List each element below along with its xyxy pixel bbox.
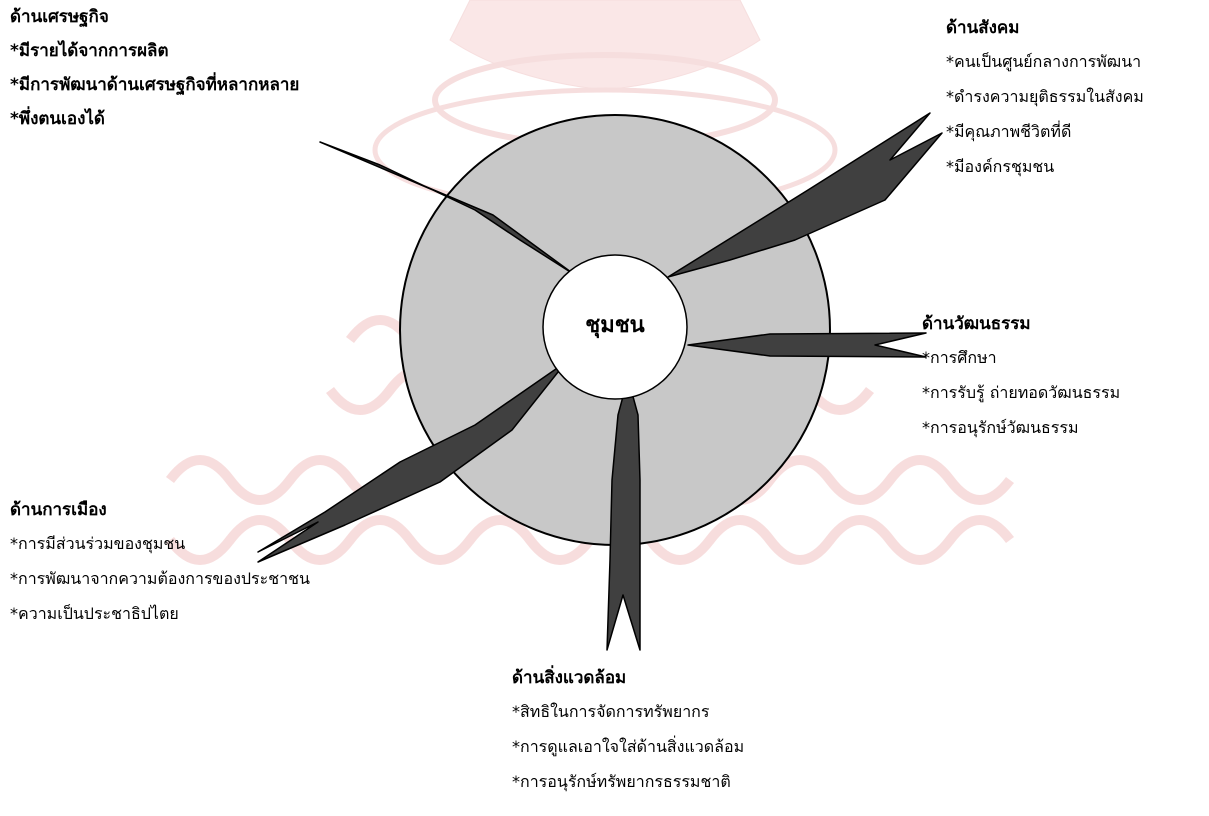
- culture-item: *การรับรู้ ถ่ายทอดวัฒนธรรม: [922, 383, 1121, 402]
- environment-item: *การอนุรักษ์ทรัพยากรธรรมชาติ: [512, 772, 731, 791]
- economy-item: *มีรายได้จากการผลิต: [10, 41, 169, 61]
- economy-heading: ด้านเศรษฐกิจ: [10, 7, 109, 27]
- economy-group: ด้านเศรษฐกิจ *มีรายได้จากการผลิต *มีการพ…: [10, 0, 299, 136]
- center-circle: [542, 254, 688, 400]
- culture-group: ด้านวัฒนธรรม *การศึกษา *การรับรู้ ถ่ายทอ…: [922, 308, 1120, 445]
- environment-group: ด้านสิ่งแวดล้อม *สิทธิในการจัดการทรัพยาก…: [512, 662, 744, 799]
- economy-spike: [319, 141, 576, 276]
- culture-heading: ด้านวัฒนธรรม: [922, 314, 1031, 334]
- society-group: ด้านสังคม *คนเป็นศูนย์กลางการพัฒนา *ดำรง…: [946, 12, 1144, 184]
- politics-item: *ความเป็นประชาธิปไตย: [10, 604, 179, 623]
- society-heading: ด้านสังคม: [946, 18, 1020, 38]
- politics-group: ด้านการเมือง *การมีส่วนร่วมของชุมชน *การ…: [10, 494, 310, 631]
- society-item: *มีคุณภาพชีวิตที่ดี: [946, 122, 1072, 141]
- culture-item: *การศึกษา: [922, 348, 997, 367]
- environment-heading: ด้านสิ่งแวดล้อม: [512, 668, 627, 688]
- society-item: *ดำรงความยุติธรรมในสังคม: [946, 87, 1144, 106]
- economy-item: *พึ่งตนเองได้: [10, 109, 105, 129]
- society-item: *มีองค์กรชุมชน: [946, 157, 1055, 176]
- society-item: *คนเป็นศูนย์กลางการพัฒนา: [946, 52, 1142, 71]
- economy-item: *มีการพัฒนาด้านเศรษฐกิจที่หลากหลาย: [10, 75, 300, 95]
- politics-item: *การพัฒนาจากความต้องการของประชาชน: [10, 569, 310, 588]
- culture-spike: [687, 332, 927, 358]
- environment-item: *สิทธิในการจัดการทรัพยากร: [512, 702, 710, 721]
- environment-item: *การดูแลเอาใจใส่ด้านสิ่งแวดล้อม: [512, 737, 745, 756]
- politics-item: *การมีส่วนร่วมของชุมชน: [10, 534, 186, 553]
- culture-item: *การอนุรักษ์วัฒนธรรม: [922, 418, 1079, 437]
- society-spike: [667, 112, 943, 278]
- environment-spike: [606, 377, 641, 651]
- politics-heading: ด้านการเมือง: [10, 500, 107, 520]
- center-label: ชุมชน: [585, 313, 645, 338]
- politics-spike: [257, 361, 567, 563]
